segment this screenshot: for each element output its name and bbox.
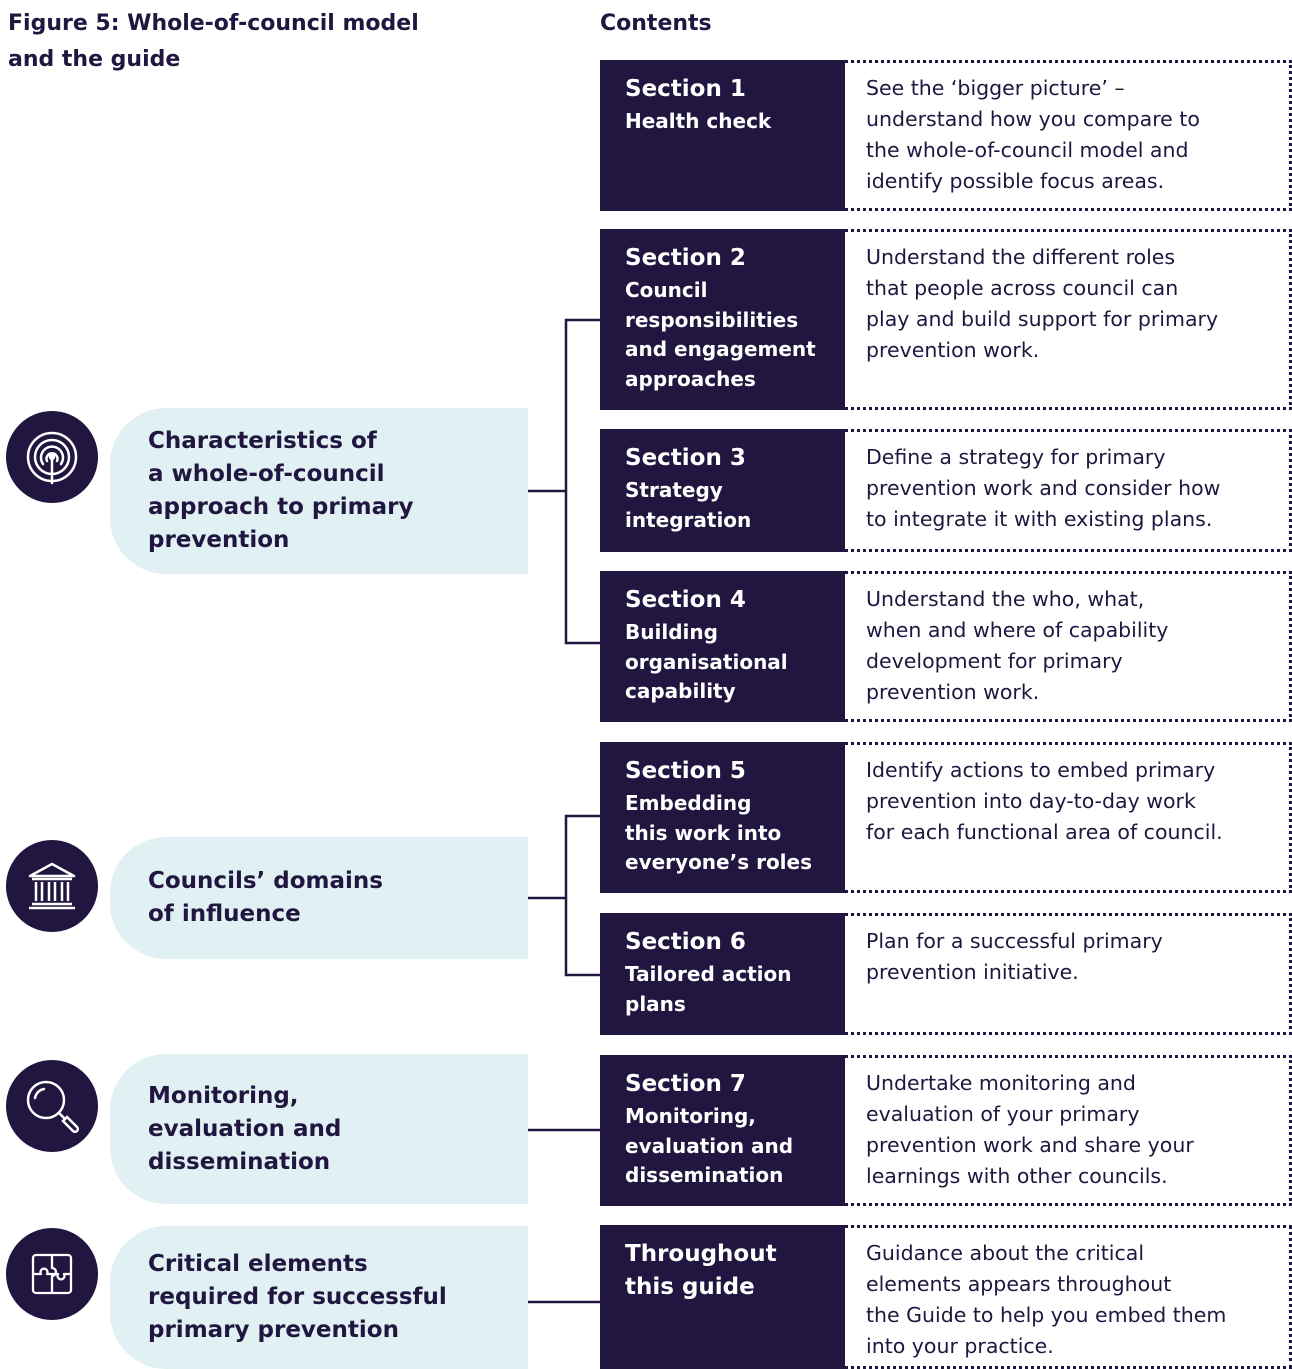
model-item-characteristics: Characteristics of a whole-of-council ap…	[110, 408, 528, 574]
section-6-row: Section 6 Tailored action plans Plan for…	[600, 913, 1292, 1035]
section-4-box: Section 4 Building organisational capabi…	[600, 571, 845, 722]
target-signal-icon	[6, 411, 98, 503]
section-5-row: Section 5 Embedding this work into every…	[600, 742, 1292, 893]
magnifying-glass-icon	[6, 1060, 98, 1152]
section-number: Section 6	[625, 929, 746, 955]
section-5-box: Section 5 Embedding this work into every…	[600, 742, 845, 893]
section-name: Building organisational capability	[625, 620, 788, 703]
section-6-box: Section 6 Tailored action plans	[600, 913, 845, 1035]
section-description: Understand the different roles that peop…	[845, 229, 1292, 410]
section-3-row: Section 3 Strategy integration Define a …	[600, 429, 1292, 552]
section-description: Define a strategy for primary prevention…	[845, 429, 1292, 552]
section-name: Strategy integration	[625, 478, 752, 532]
puzzle-icon	[6, 1228, 98, 1320]
section-name: Health check	[625, 109, 772, 133]
section-number: Section 4	[625, 587, 746, 613]
section-1-box: Section 1 Health check	[600, 60, 845, 211]
throughout-description: Guidance about the critical elements app…	[845, 1225, 1292, 1369]
section-number: Section 2	[625, 245, 746, 271]
section-description: Undertake monitoring and evaluation of y…	[845, 1055, 1292, 1206]
model-item-label: Critical elements required for successfu…	[148, 1251, 447, 1343]
section-1-row: Section 1 Health check See the ‘bigger p…	[600, 60, 1292, 211]
model-item-label: Characteristics of a whole-of-council ap…	[148, 428, 414, 553]
section-number: Section 3	[625, 445, 746, 471]
section-name: Council responsibilities and engagement …	[625, 278, 816, 391]
section-2-box: Section 2 Council responsibilities and e…	[600, 229, 845, 410]
model-item-label: Councils’ domains of influence	[148, 868, 383, 927]
model-item-monitoring: Monitoring, evaluation and dissemination	[110, 1054, 528, 1204]
model-item-domains: Councils’ domains of influence	[110, 837, 528, 959]
throughout-label: Throughout this guide	[625, 1241, 777, 1300]
section-name: Tailored action plans	[625, 962, 792, 1016]
throughout-box: Throughout this guide	[600, 1225, 845, 1369]
figure-title: Figure 5: Whole-of-council model and the…	[8, 11, 419, 72]
bracket-sections-2-4	[564, 318, 600, 645]
section-4-row: Section 4 Building organisational capabi…	[600, 571, 1292, 722]
section-number: Section 5	[625, 758, 746, 784]
section-description: See the ‘bigger picture’ – understand ho…	[845, 60, 1292, 211]
model-item-critical-elements: Critical elements required for successfu…	[110, 1226, 528, 1369]
section-7-row: Section 7 Monitoring, evaluation and dis…	[600, 1055, 1292, 1206]
section-2-row: Section 2 Council responsibilities and e…	[600, 229, 1292, 410]
government-building-icon	[6, 840, 98, 932]
section-number: Section 1	[625, 76, 746, 102]
section-description: Plan for a successful primary prevention…	[845, 913, 1292, 1035]
section-description: Understand the who, what, when and where…	[845, 571, 1292, 722]
contents-title: Contents	[600, 11, 712, 36]
section-description: Identify actions to embed primary preven…	[845, 742, 1292, 893]
section-3-box: Section 3 Strategy integration	[600, 429, 845, 552]
throughout-row: Throughout this guide Guidance about the…	[600, 1225, 1292, 1369]
section-number: Section 7	[625, 1071, 746, 1097]
section-name: Monitoring, evaluation and dissemination	[625, 1104, 794, 1187]
model-item-label: Monitoring, evaluation and dissemination	[148, 1082, 342, 1175]
section-name: Embedding this work into everyone’s role…	[625, 791, 813, 874]
bracket-sections-5-6	[564, 814, 600, 977]
section-7-box: Section 7 Monitoring, evaluation and dis…	[600, 1055, 845, 1206]
